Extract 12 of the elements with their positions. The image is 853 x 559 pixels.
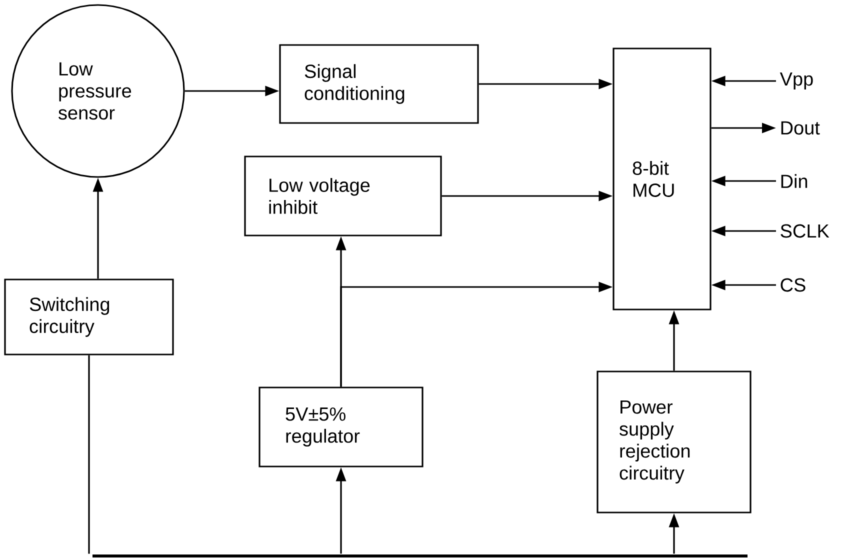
pin-label: Din [781,174,808,188]
bus-line [92,554,748,558]
block-box: Signal conditioning [279,44,479,124]
block-box: Low voltage inhibit [244,156,442,236]
pin-label: Dout [781,121,820,135]
block-box: Switching circuitry [4,278,174,356]
pin-label: SCLK [780,224,830,238]
pin-label: Vpp [780,72,813,90]
block-box: 8-bit MCU [612,48,712,310]
pin-label: CS [780,278,806,292]
block-box: Power supply rejection circuitry [596,370,752,514]
block-box: 5V±5% regulator [258,386,424,468]
